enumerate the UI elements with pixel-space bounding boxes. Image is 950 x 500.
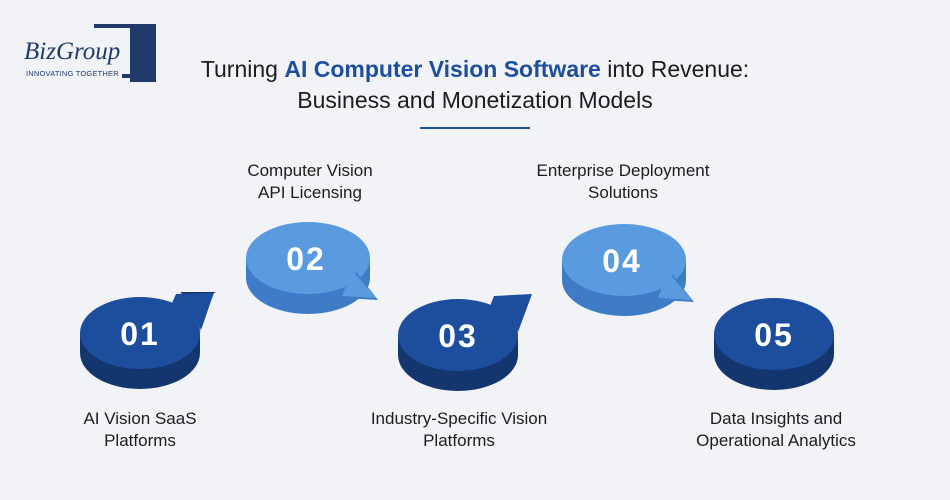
step-04-number: 04 [602, 243, 642, 279]
title-suffix: into Revenue: [600, 56, 750, 82]
step-01-label: AI Vision SaaS Platforms [20, 408, 260, 452]
step-05-label-line2: Operational Analytics [696, 431, 856, 450]
step-04-label-line2: Solutions [588, 183, 658, 202]
step-02-label: Computer Vision API Licensing [190, 160, 430, 204]
step-01-label-line1: AI Vision SaaS [83, 409, 197, 428]
title-highlight: AI Computer Vision Software [284, 56, 601, 82]
step-01-label-line2: Platforms [104, 431, 176, 450]
page-title: Turning AI Computer Vision Software into… [0, 54, 950, 116]
step-02-number: 02 [286, 241, 326, 277]
step-03-label-line2: Platforms [423, 431, 495, 450]
title-line2: Business and Monetization Models [297, 87, 653, 113]
step-01-disk: 01 [80, 292, 216, 389]
step-01-number: 01 [120, 316, 160, 352]
step-04-label: Enterprise Deployment Solutions [503, 160, 743, 204]
logo-tagline: INNOVATING TOGETHER [26, 69, 122, 78]
step-03-disk: 03 [398, 294, 532, 391]
step-02-label-line1: Computer Vision [247, 161, 373, 180]
step-05-number: 05 [754, 317, 794, 353]
logo-frame-fill [130, 24, 156, 82]
step-02-disk: 02 [246, 222, 378, 314]
title-prefix: Turning [200, 56, 285, 82]
step-03-number: 03 [438, 318, 478, 354]
step-05-label: Data Insights and Operational Analytics [656, 408, 896, 452]
step-05-label-line1: Data Insights and [709, 409, 843, 428]
logo-brand: BizGroup [24, 38, 123, 66]
step-04-disk: 04 [562, 224, 694, 316]
step-03-label: Industry-Specific Vision Platforms [339, 408, 579, 452]
step-03-label-line1: Industry-Specific Vision [370, 409, 548, 428]
step-05-disk: 05 [714, 298, 834, 390]
title-underline [420, 127, 530, 129]
step-02-label-line2: API Licensing [258, 183, 362, 202]
step-04-label-line1: Enterprise Deployment [536, 161, 710, 180]
bizgroup-logo: BizGroup INNOVATING TOGETHER [22, 24, 156, 82]
